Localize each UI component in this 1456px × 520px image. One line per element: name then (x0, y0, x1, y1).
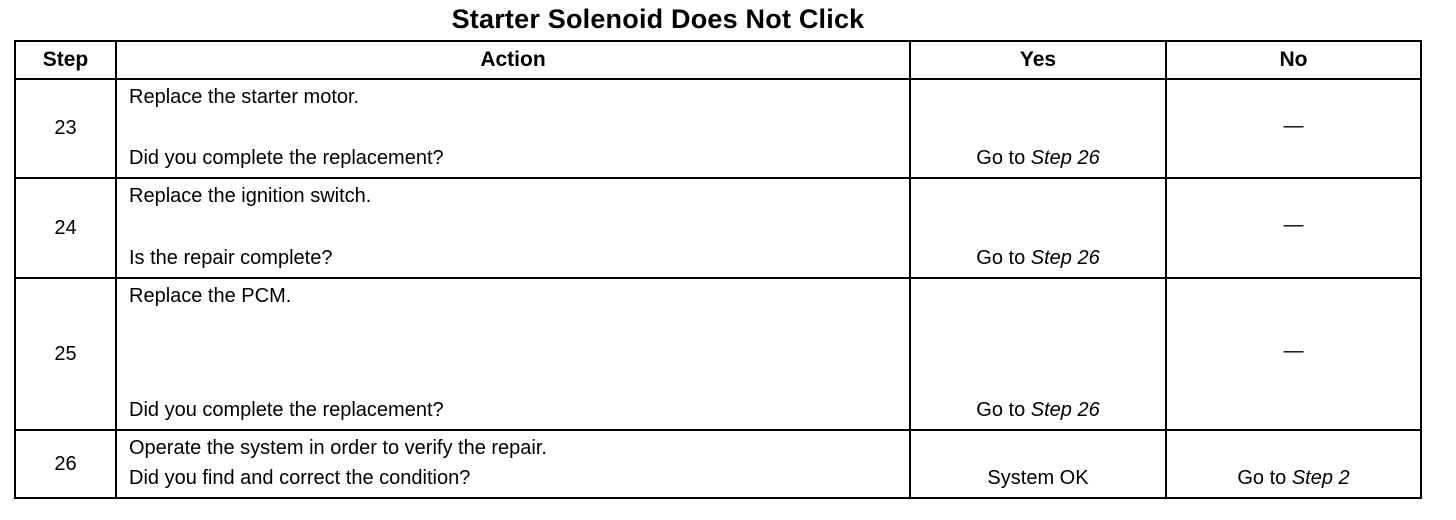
step-number: 26 (14, 429, 117, 499)
action-cell: Operate the system in order to verify th… (115, 429, 911, 499)
no-cell: — (1165, 277, 1422, 431)
step-number: 24 (14, 177, 117, 279)
header-action: Action (115, 40, 911, 80)
yes-step-ref: Step 26 (1030, 247, 1100, 269)
yes-cell: Go to Step 26 (909, 78, 1167, 179)
step-number: 23 (14, 78, 117, 179)
yes-result: Go to Step 26 (911, 399, 1165, 422)
step-number: 25 (14, 277, 117, 431)
table-header-row: Step Action Yes No (14, 40, 1422, 80)
action-cell: Replace the ignition switch. Is the repa… (115, 177, 911, 279)
table-row: 24 Replace the ignition switch. Is the r… (14, 177, 1422, 279)
no-cell: — (1165, 177, 1422, 279)
action-instruction: Replace the starter motor. (129, 86, 360, 108)
yes-prefix: Go to (976, 247, 1031, 269)
yes-cell: Go to Step 26 (909, 177, 1167, 279)
page-title: Starter Solenoid Does Not Click (451, 4, 865, 34)
action-cell: Replace the PCM. Did you complete the re… (115, 277, 911, 431)
action-question: Did you complete the replacement? (129, 147, 444, 169)
header-yes: Yes (909, 40, 1167, 80)
action-instruction: Operate the system in order to verify th… (129, 437, 547, 459)
action-instruction: Replace the PCM. (129, 285, 292, 307)
action-cell: Replace the starter motor. Did you compl… (115, 78, 911, 179)
table-row: 26 Operate the system in order to verify… (14, 429, 1422, 499)
no-step-ref: Step 2 (1291, 467, 1350, 489)
table-row: 25 Replace the PCM. Did you complete the… (14, 277, 1422, 431)
yes-step-ref: Step 26 (1030, 147, 1100, 169)
action-question: Did you find and correct the condition? (129, 467, 471, 489)
yes-cell: System OK (909, 429, 1167, 499)
action-question: Did you complete the replacement? (129, 399, 444, 421)
no-cell: Go to Step 2 (1165, 429, 1422, 499)
no-prefix: Go to (1237, 467, 1292, 489)
yes-cell: Go to Step 26 (909, 277, 1167, 431)
yes-result: System OK (911, 467, 1165, 490)
no-dash: — (1283, 340, 1304, 363)
action-instruction: Replace the ignition switch. (129, 185, 372, 207)
no-dash: — (1283, 114, 1304, 137)
yes-prefix: Go to (976, 147, 1031, 169)
yes-result: Go to Step 26 (911, 247, 1165, 270)
action-question: Is the repair complete? (129, 247, 333, 269)
yes-prefix: System OK (987, 467, 1089, 489)
diagnostic-table: Step Action Yes No 23 Replace the starte… (14, 40, 1422, 499)
no-dash: — (1283, 214, 1304, 237)
yes-prefix: Go to (976, 399, 1031, 421)
table-row: 23 Replace the starter motor. Did you co… (14, 78, 1422, 179)
header-step: Step (14, 40, 117, 80)
yes-result: Go to Step 26 (911, 147, 1165, 170)
no-cell: — (1165, 78, 1422, 179)
yes-step-ref: Step 26 (1030, 399, 1100, 421)
no-result: Go to Step 2 (1167, 467, 1420, 490)
header-no: No (1165, 40, 1422, 80)
